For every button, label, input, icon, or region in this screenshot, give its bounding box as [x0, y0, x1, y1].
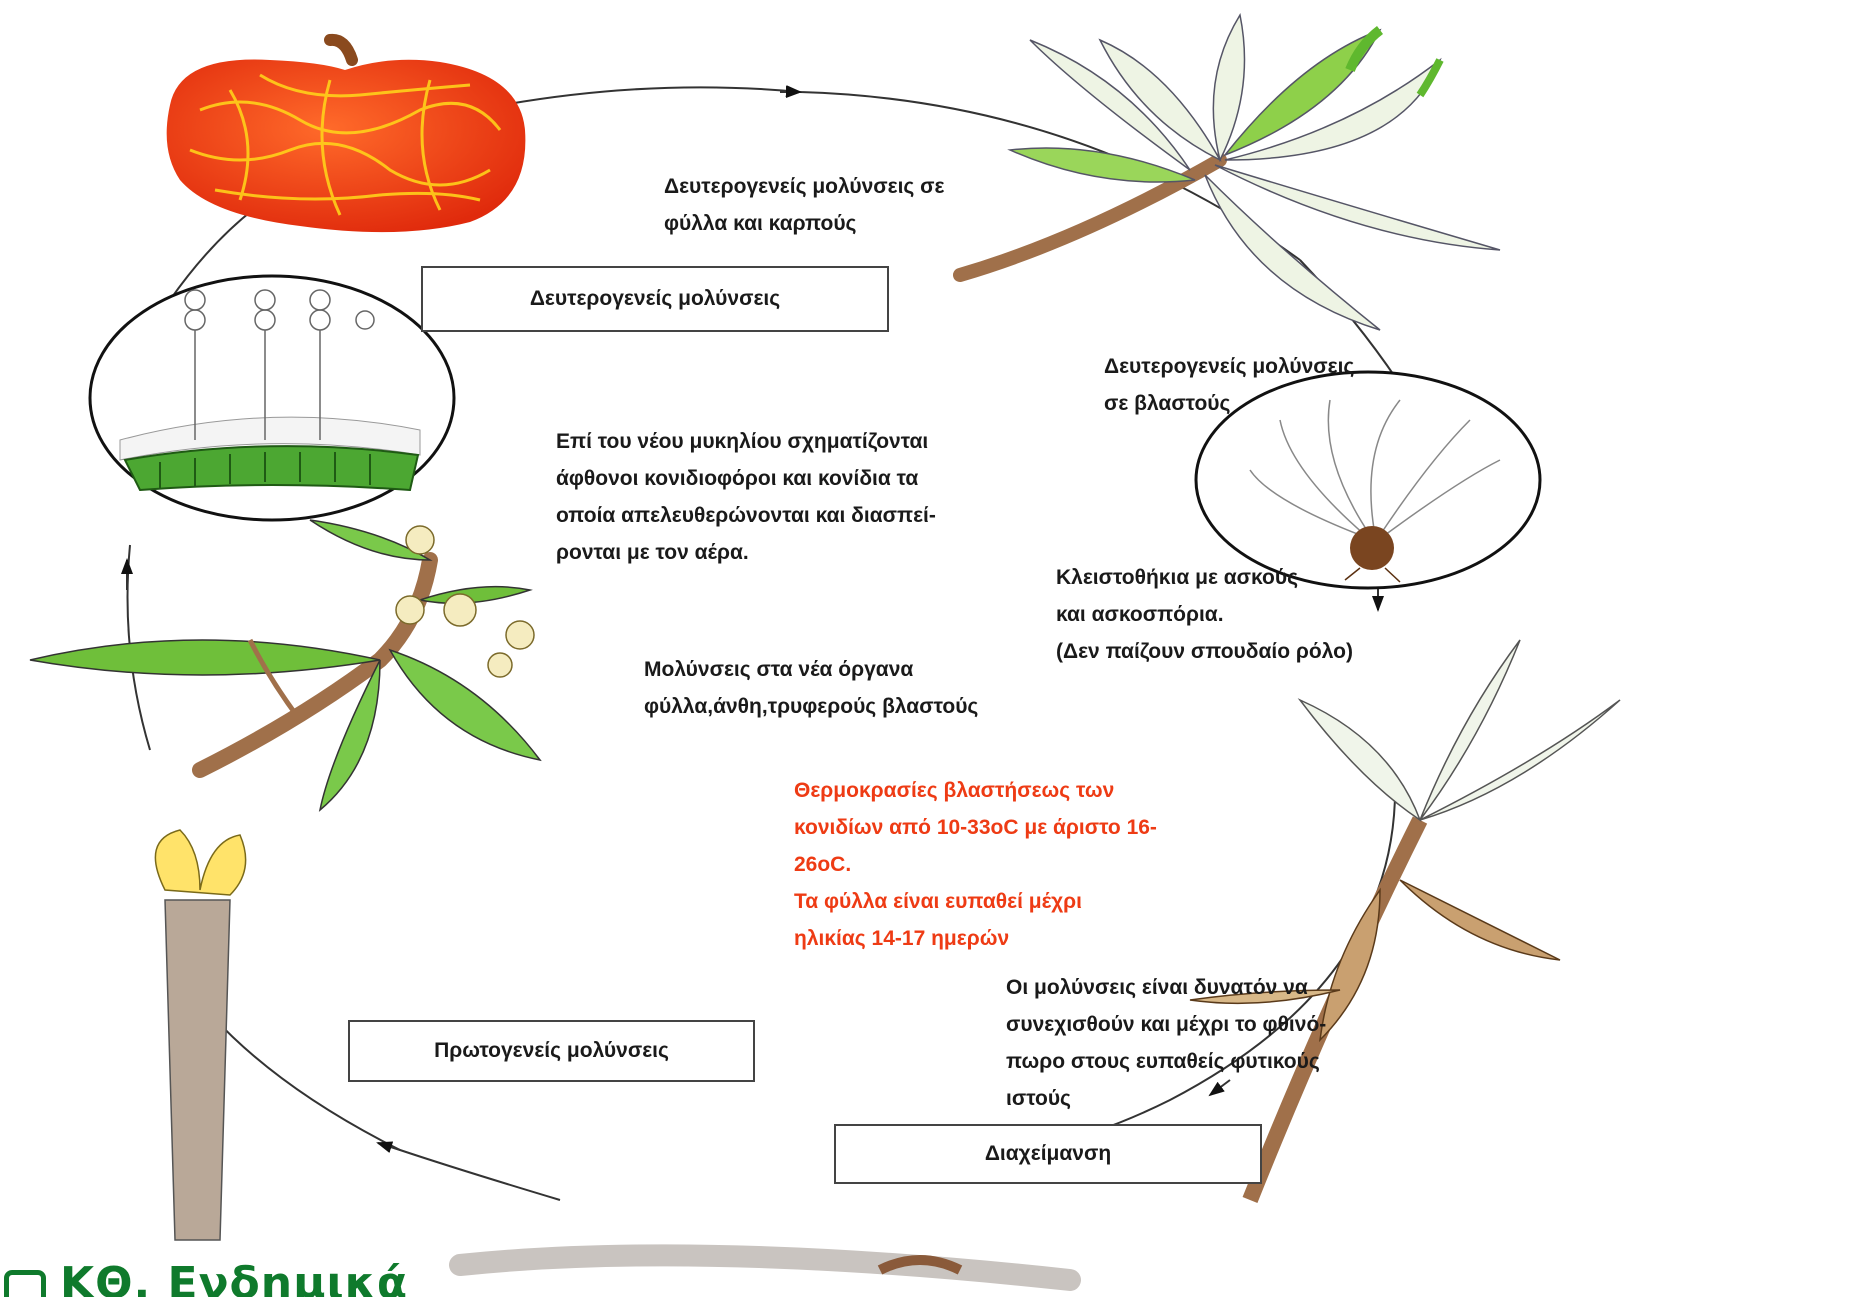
new-organs-caption: Μολύνσεις στα νέα όργανα φύλλα,άνθη,τρυφ… — [644, 651, 978, 725]
secondary-infection-box: Δευτερογενείς μολύνσεις — [421, 266, 889, 332]
infected-shoot-illustration — [960, 15, 1500, 330]
conidiophore-magnified-view — [90, 276, 454, 520]
logo: ΚΘ. Ενδημικά — [0, 1262, 408, 1297]
young-shoot-illustration — [30, 520, 540, 810]
logo-text: ΚΘ. Ενδημικά — [60, 1262, 408, 1297]
logo-mark-icon — [4, 1270, 46, 1297]
primary-infection-box: Πρωτογενείς μολύνσεις — [348, 1020, 755, 1082]
fruit-leaf-secondary-caption: Δευτερογενείς μολύνσεις σε φύλλα και καρ… — [664, 168, 945, 242]
autumn-infection-caption: Οι μολύνσεις είναι δυνατόν να συνεχισθού… — [1006, 969, 1326, 1117]
cleistothecia-caption: Κλειστοθήκια με ασκούς και ασκοσπόρια. (… — [1056, 559, 1353, 670]
overwintering-box: Διαχείμανση — [834, 1124, 1262, 1184]
shoot-secondary-caption: Δευτερογενείς μολύνσεις σε βλαστούς — [1104, 348, 1354, 422]
temperature-note: Θερμοκρασίες βλαστήσεως των κονιδίων από… — [794, 772, 1157, 957]
overwintering-twig-illustration — [460, 1255, 1070, 1280]
conidia-caption: Επί του νέου μυκηλίου σχηματίζονται άφθο… — [556, 423, 936, 571]
infected-fruit-illustration — [167, 40, 526, 232]
